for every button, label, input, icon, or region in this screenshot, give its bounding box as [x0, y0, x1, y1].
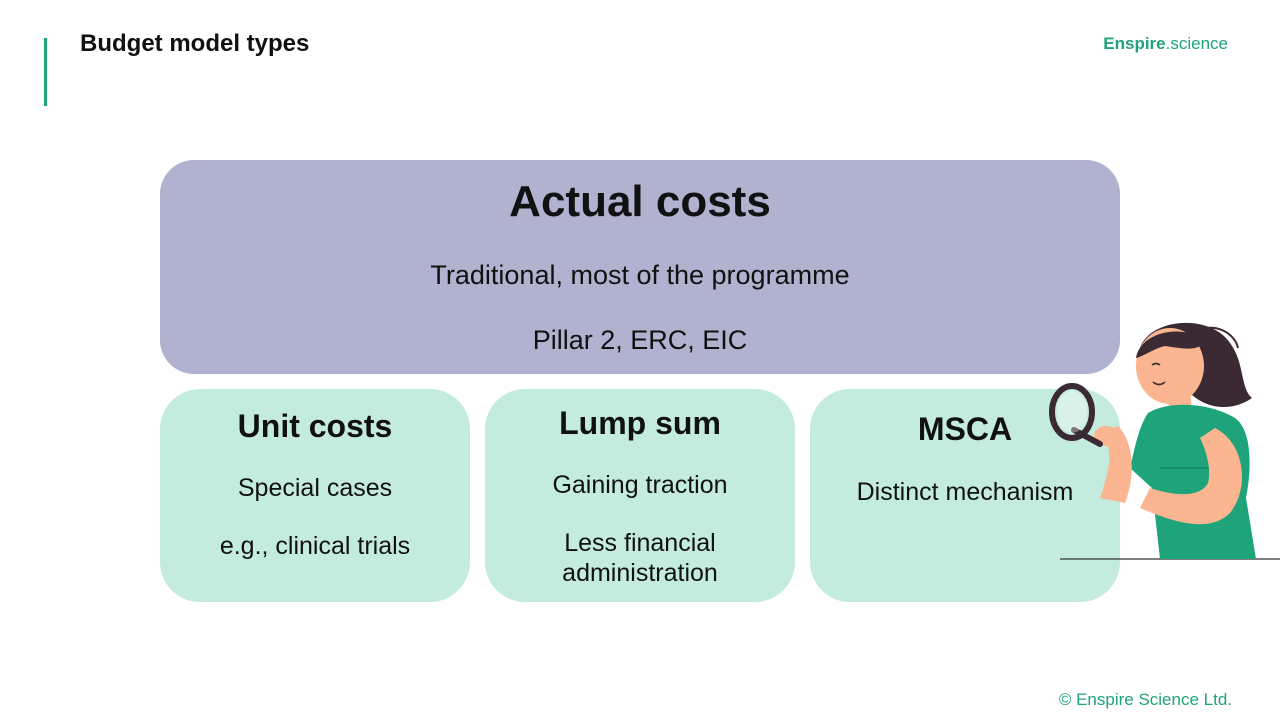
actual-costs-line-2: Pillar 2, ERC, EIC [532, 325, 748, 355]
woman-with-magnifying-glass-illustration [1049, 322, 1280, 560]
lump-sum-heading: Lump sum [559, 405, 721, 441]
actual-costs-heading: Actual costs [509, 177, 771, 226]
unit-costs-heading: Unit costs [237, 408, 393, 444]
lump-sum-line-1: Gaining traction [552, 471, 728, 499]
msca-card: MSCA Distinct mechanism [810, 389, 1120, 602]
title-accent-bar [44, 38, 47, 106]
brand-logo-light: .science [1165, 34, 1228, 53]
brand-logo-strong: Enspire [1103, 34, 1166, 53]
lump-sum-card: Lump sum Gaining traction Less financial… [485, 389, 795, 602]
actual-costs-line-1: Traditional, most of the programme [430, 260, 850, 290]
copyright-footer: © Enspire Science Ltd. [1058, 690, 1232, 709]
actual-costs-box: Actual costs Traditional, most of the pr… [160, 160, 1120, 374]
msca-line-1: Distinct mechanism [856, 478, 1074, 506]
unit-costs-line-1: Special cases [237, 474, 393, 502]
brand-logo: Enspire.science [1103, 34, 1228, 54]
msca-heading: MSCA [917, 411, 1013, 447]
slide-title: Budget model types [80, 30, 310, 57]
unit-costs-card: Unit costs Special cases e.g., clinical … [160, 389, 470, 602]
lump-sum-line-2: Less financial administration [562, 529, 718, 587]
unit-costs-line-2: e.g., clinical trials [219, 532, 411, 560]
